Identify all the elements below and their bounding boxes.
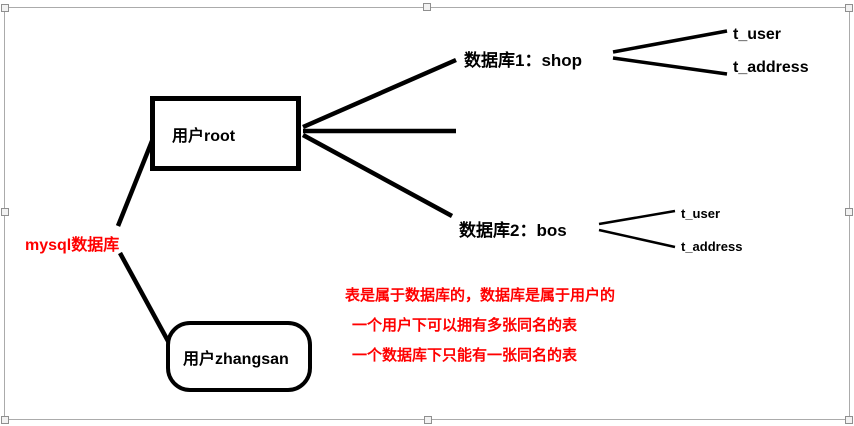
selection-handle-bottom-left[interactable] [1,416,9,424]
note-line-2: 一个用户下可以拥有多张同名的表 [352,317,578,334]
selection-handle-top-right[interactable] [845,4,853,12]
db1-table-t-address-label: t_address [733,59,809,76]
connector-root-to-db1 [302,57,457,130]
node-user-root-label: 用户root [172,127,236,145]
selection-handle-middle-left[interactable] [1,208,9,216]
node-user-zhangsan[interactable]: 用户zhangsan [166,321,312,392]
selection-handle-top-middle[interactable] [423,3,431,11]
node-database1-shop-label: 数据库1：shop [464,51,583,70]
node-user-root[interactable]: 用户root [150,96,301,171]
annotation-notes: 表是属于数据库的，数据库是属于用户的 一个用户下可以拥有多张同名的表 一个数据库… [345,281,615,371]
connector-mysql-to-zhangsan [118,251,176,354]
selection-handle-top-left[interactable] [1,4,9,12]
note-line-1: 表是属于数据库的，数据库是属于用户的 [345,287,616,304]
connector-db2-to-t-user [598,209,676,226]
connector-db1-to-t-address [612,56,728,76]
connector-mysql-to-root [115,130,159,227]
db2-table-t-user-label: t_user [681,206,721,221]
node-database2-bos-label: 数据库2：bos [459,221,567,240]
note-line-3: 一个数据库下只能有一张同名的表 [352,347,578,364]
selection-handle-bottom-right[interactable] [845,416,853,424]
node-user-zhangsan-label: 用户zhangsan [183,350,289,368]
selection-handle-bottom-middle[interactable] [424,416,432,424]
connector-root-to-db2 [301,133,454,218]
connector-db1-to-t-user [612,29,728,54]
mysql-root-label: mysql数据库 [25,237,120,254]
selection-handle-middle-right[interactable] [845,208,853,216]
connector-db2-to-t-address [598,228,676,249]
db1-table-t-user-label: t_user [733,26,782,43]
db2-table-t-address-label: t_address [681,239,743,254]
